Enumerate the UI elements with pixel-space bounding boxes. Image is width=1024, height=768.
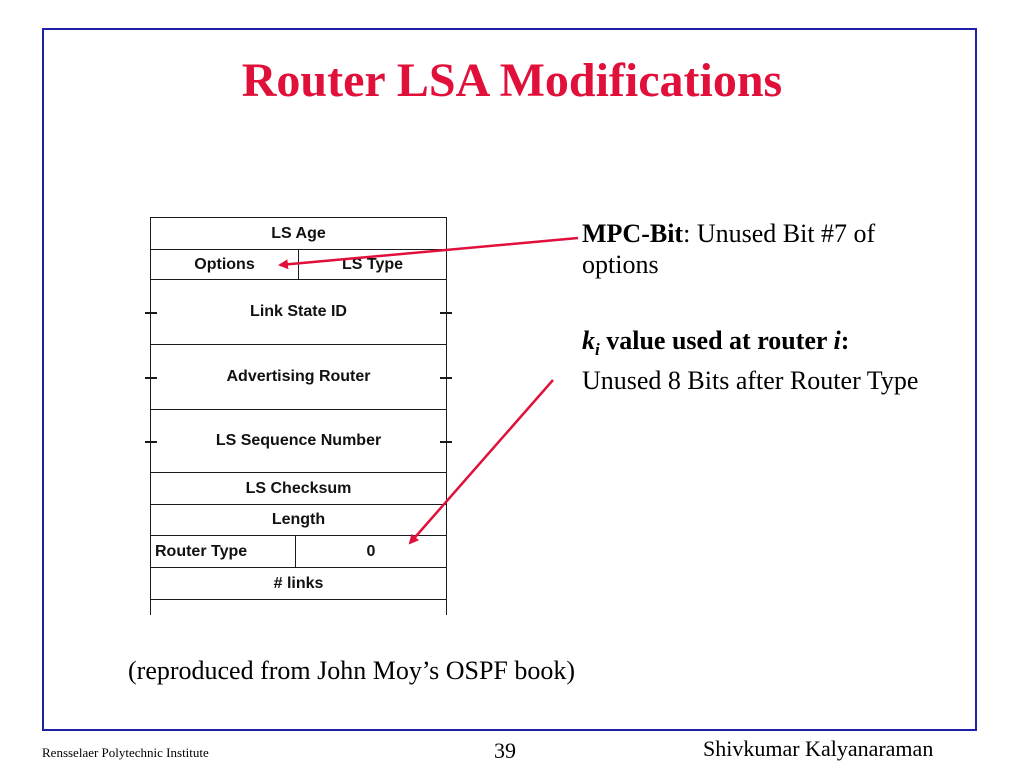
ls-age-label: LS Age [271, 224, 326, 242]
k-colon: : [840, 326, 850, 355]
k-variable: k [582, 326, 595, 355]
links-field: # links [150, 568, 447, 600]
k-value-annotation: ki value used at router i: Unused 8 Bits… [582, 325, 962, 396]
advertising-router-field: Advertising Router [145, 345, 452, 410]
lsa-header-diagram: LS Age Options LS Type Link State ID Adv… [130, 205, 460, 625]
length-label: Length [271, 511, 326, 528]
unused-byte-field: 0 [296, 536, 446, 567]
tick-mark [440, 312, 452, 314]
slide-frame [42, 28, 977, 731]
mpc-bit-term: MPC-Bit [582, 219, 684, 248]
options-field: Options [151, 250, 299, 279]
k-subscript: i [595, 340, 600, 360]
source-caption: (reproduced from John Moy’s OSPF book) [128, 656, 576, 685]
tick-mark [440, 441, 452, 443]
length-field: Length [150, 505, 447, 536]
tick-mark [145, 441, 157, 443]
tick-mark [145, 312, 157, 314]
ls-checksum-field: LS Checksum [150, 473, 447, 505]
footer-page-number: 39 [494, 738, 516, 763]
link-state-id-field: Link State ID [145, 280, 452, 345]
link-state-id-label: Link State ID [250, 303, 347, 320]
slide-title: Router LSA Modifications [241, 54, 783, 107]
ls-type-label: LS Type [341, 255, 404, 273]
advertising-router-label: Advertising Router [226, 368, 371, 385]
footer-institute: Rensselaer Polytechnic Institute [42, 745, 209, 760]
ls-checksum-label: LS Checksum [245, 479, 352, 497]
router-type-field: Router Type [151, 536, 296, 567]
k-value-description: Unused 8 Bits after Router Type [582, 366, 919, 396]
tick-mark [145, 377, 157, 379]
footer-author: Shivkumar Kalyanaraman [703, 736, 934, 761]
mpc-annotation: MPC-Bit: Unused Bit #7 of options [582, 218, 942, 280]
link-entry-field [150, 600, 447, 615]
k-value-term: value used at router [599, 326, 834, 355]
router-type-row: Router Type 0 [150, 536, 447, 568]
router-type-label: Router Type [155, 542, 248, 560]
ls-age-field: LS Age [150, 217, 447, 250]
zero-label: 0 [366, 542, 376, 560]
tick-mark [440, 377, 452, 379]
ls-sequence-number-field: LS Sequence Number [145, 410, 452, 473]
mpc-bit-description: : Unused Bit #7 of options [582, 219, 876, 279]
ls-type-field: LS Type [299, 250, 446, 279]
links-label: # links [273, 574, 324, 592]
router-i-variable: i [833, 326, 841, 355]
options-label: Options [194, 255, 255, 273]
options-type-row: Options LS Type [150, 250, 447, 280]
ls-sequence-number-label: LS Sequence Number [215, 432, 382, 449]
